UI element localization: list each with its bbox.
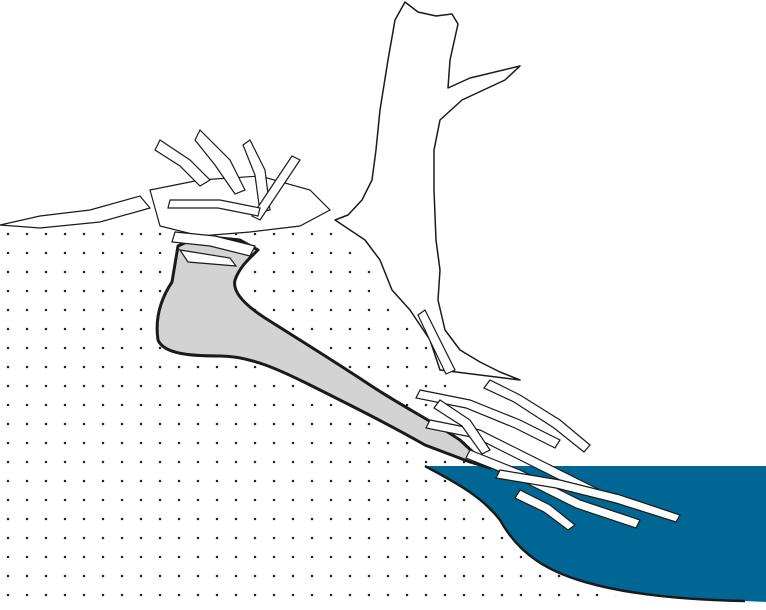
stick-pile-underwater [415, 309, 681, 531]
water-bank-edge [424, 464, 746, 603]
stick-lodge-top [0, 128, 331, 267]
water [425, 466, 766, 602]
tree-stump [334, 1, 521, 381]
